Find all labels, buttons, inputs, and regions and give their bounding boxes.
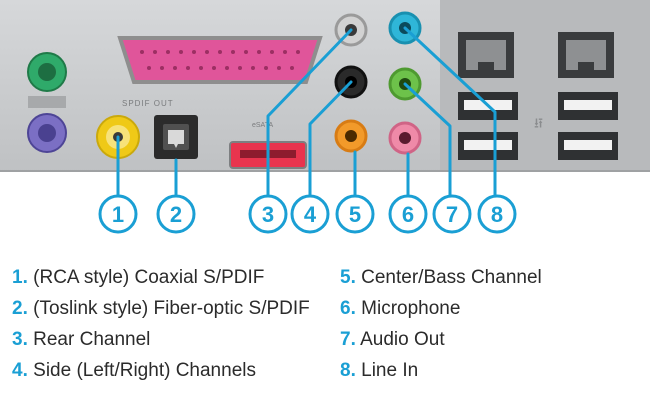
legend-item-6: 6. Microphone [340,293,542,324]
usb-port-3 [558,92,618,120]
callout-number: 4 [304,202,317,227]
callout-number: 8 [491,202,503,227]
callout-5: 5 [335,194,375,234]
legend-item-2: 2. (Toslink style) Fiber-optic S/PDIF [12,293,310,324]
esata-label: eSATA [252,122,273,129]
legend-number: 2. [12,298,28,319]
legend-item-3: 3. Rear Channel [12,324,310,355]
legend-item-1: 1. (RCA style) Coaxial S/PDIF [12,262,310,293]
callout-2: 2 [156,194,196,234]
callout-circle [290,194,330,234]
ps2-divider [28,96,66,108]
lan-port-2 [558,32,614,78]
legend-text: Audio Out [360,329,445,350]
parallel-port [117,36,323,84]
side-jack [334,65,368,99]
coax-spdif-port [96,115,140,159]
io-panel-photo: SPDIF OUT eSATA [0,0,650,172]
callout-number: 6 [402,202,414,227]
ps2-mouse-port [27,52,67,92]
callout-4: 4 [290,194,330,234]
legend-number: 7. [340,329,356,350]
callout-number: 3 [262,202,274,227]
ps2-keyboard-port [27,113,67,153]
callout-6: 6 [388,194,428,234]
microphone-jack [388,121,422,155]
callout-7: 7 [432,194,472,234]
legend-text: (RCA style) Coaxial S/PDIF [33,267,265,288]
audio-out-jack [388,67,422,101]
legend-number: 4. [12,360,28,381]
callout-number: 5 [349,202,361,227]
legend-left-column: 1. (RCA style) Coaxial S/PDIF 2. (Toslin… [12,262,310,386]
legend-number: 8. [340,360,356,381]
legend-item-4: 4. Side (Left/Right) Channels [12,355,310,386]
usb-icon: ⭿ [534,116,543,132]
callout-circle [335,194,375,234]
callout-circle [98,194,138,234]
callout-circle [388,194,428,234]
legend-number: 5. [340,267,356,288]
center-bass-jack [334,119,368,153]
legend-text: Center/Bass Channel [361,267,542,288]
line-in-jack [388,11,422,45]
legend-text: Side (Left/Right) Channels [33,360,256,381]
callout-circle [432,194,472,234]
callout-circle [248,194,288,234]
legend-item-7: 7. Audio Out [340,324,542,355]
callout-circle [477,194,517,234]
spdif-out-label: SPDIF OUT [122,99,174,108]
callout-circles: 1 2 3 4 5 6 7 8 [98,194,517,234]
legend-right-column: 5. Center/Bass Channel 6. Microphone 7. … [340,262,542,386]
usb-port-1 [458,92,518,120]
legend-text: (Toslink style) Fiber-optic S/PDIF [33,298,310,319]
rear-jack [334,13,368,47]
callout-circle [156,194,196,234]
legend-number: 6. [340,298,356,319]
callout-3: 3 [248,194,288,234]
callout-number: 2 [170,202,182,227]
callout-number: 7 [446,202,458,227]
usb-port-4 [558,132,618,160]
legend-number: 1. [12,267,28,288]
lan-port-1 [458,32,514,78]
legend-text: Line In [361,360,419,381]
usb-port-2 [458,132,518,160]
callout-number: 1 [112,202,124,227]
callout-1: 1 [98,194,138,234]
optical-spdif-port [154,115,198,159]
legend-text: Rear Channel [33,329,151,350]
legend-item-8: 8. Line In [340,355,542,386]
legend-item-5: 5. Center/Bass Channel [340,262,542,293]
legend-number: 3. [12,329,28,350]
callout-8: 8 [477,194,517,234]
legend-text: Microphone [361,298,461,319]
